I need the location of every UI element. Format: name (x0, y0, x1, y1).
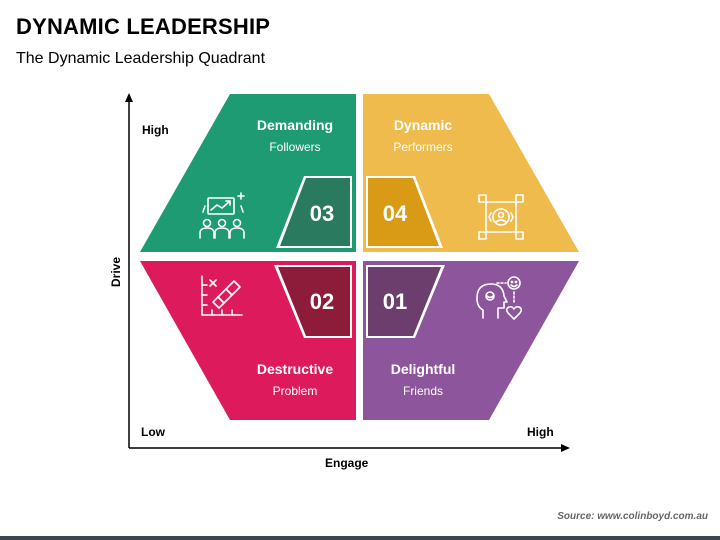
footer-bar (0, 536, 720, 540)
source-credit: Source: www.colinboyd.com.au (557, 511, 708, 522)
x-axis-arrow (561, 444, 570, 452)
quadrant-title: Dynamic (394, 117, 453, 133)
quadrant-number: 03 (310, 201, 334, 226)
quadrant-number: 01 (383, 289, 407, 314)
broken-tools-icon (201, 275, 243, 316)
page-title: DYNAMIC LEADERSHIP (16, 14, 271, 39)
number-panel (280, 178, 350, 246)
quadrant-title: Demanding (257, 117, 333, 133)
quadrant-title: Delightful (391, 361, 456, 377)
quadrant-delightful[interactable]: 01 Delightful Friends (363, 261, 579, 420)
quadrant-dynamic[interactable]: 04 Dynamic Performers (363, 94, 579, 252)
quadrant-number: 04 (383, 201, 408, 226)
happy-mind-icon (476, 276, 523, 320)
number-panel (368, 178, 439, 246)
focus-target-icon (478, 194, 524, 240)
x-axis-label: Engage (325, 456, 369, 470)
x-axis-high-label: High (527, 425, 554, 439)
quadrant-destructive[interactable]: 02 Destructive Problem (140, 261, 356, 420)
axes (125, 93, 570, 452)
quadrant-subtitle: Friends (403, 384, 443, 398)
page-subtitle: The Dynamic Leadership Quadrant (16, 50, 266, 67)
y-axis-high-label: High (142, 123, 169, 137)
number-panel (278, 267, 350, 336)
team-growth-icon (199, 192, 245, 239)
quadrant-subtitle: Problem (273, 384, 318, 398)
quadrant-subtitle: Followers (269, 140, 320, 154)
y-axis-label: Drive (109, 257, 123, 287)
quadrant-demanding[interactable]: 03 Demanding Followers (140, 94, 356, 252)
quadrant-subtitle: Performers (393, 140, 452, 154)
quadrant-number: 02 (310, 289, 334, 314)
number-panel (368, 267, 441, 336)
axis-low-label: Low (141, 425, 165, 439)
y-axis-arrow (125, 93, 133, 102)
quadrant-title: Destructive (257, 361, 333, 377)
